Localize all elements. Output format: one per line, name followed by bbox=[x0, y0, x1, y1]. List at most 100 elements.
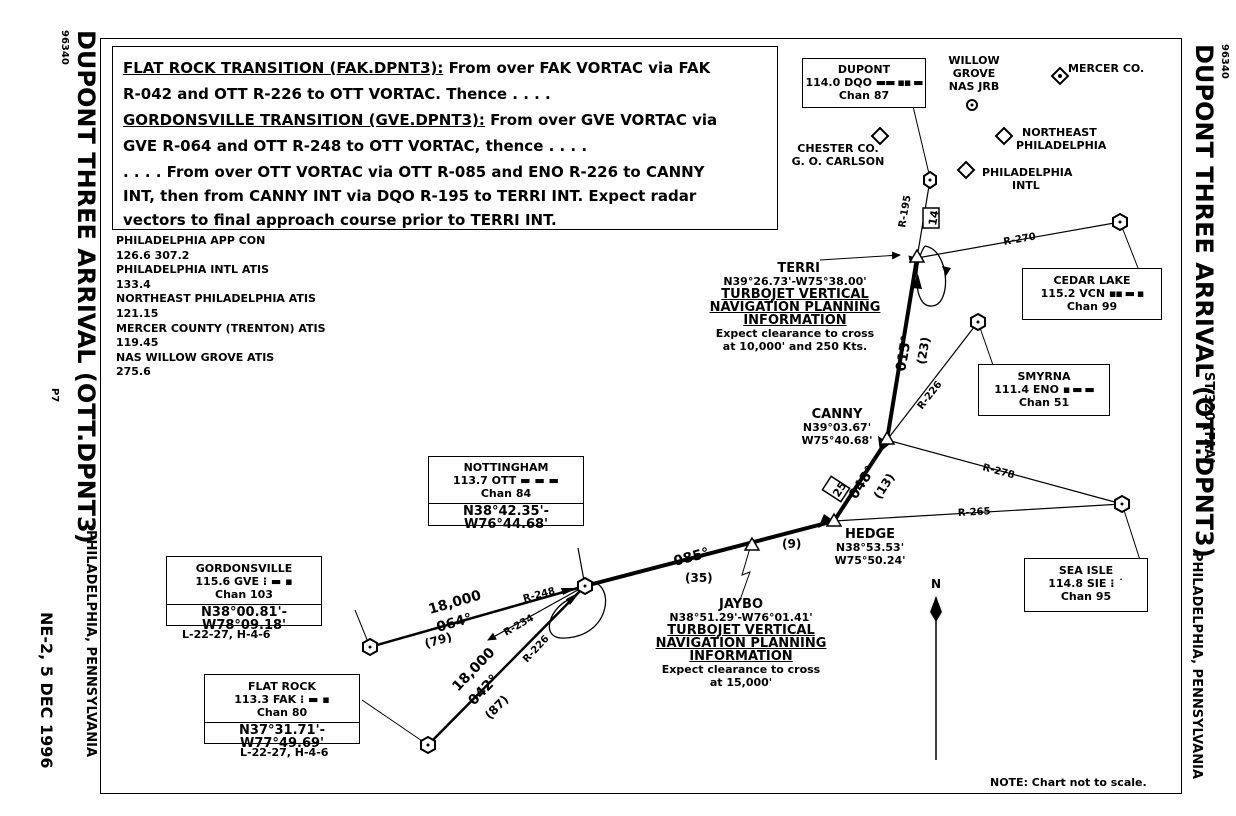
freq-line: 275.6 bbox=[116, 365, 151, 379]
vortac-gordonsville-symbol bbox=[362, 637, 378, 657]
north-label: N bbox=[931, 577, 941, 591]
navaid-dupont: DUPONT 114.0 DQO ▬▬ ▪▪ ▬ Chan 87 bbox=[802, 58, 926, 108]
freq-line: 133.4 bbox=[116, 277, 151, 291]
radial-r278 bbox=[886, 439, 1123, 505]
leader-dupont bbox=[911, 101, 931, 179]
gordonsville-transition-title: GORDONSVILLE TRANSITION (GVE.DPNT3): bbox=[123, 111, 485, 129]
freq-line: NAS WILLOW GROVE ATIS bbox=[116, 350, 275, 364]
freq-line: MERCER COUNTY (TRENTON) ATIS bbox=[116, 321, 326, 335]
label-seg14: 14 bbox=[926, 209, 942, 227]
fix-coord: W75°40.68' bbox=[801, 434, 873, 447]
navaid-chan: Chan 80 bbox=[256, 706, 308, 719]
airport-willowgrove-symbol bbox=[966, 99, 978, 111]
navaid-flatrock: FLAT ROCK 113.3 FAK ⁝ ▬ ▪ Chan 80 N37°31… bbox=[204, 674, 360, 750]
freq-line: 119.45 bbox=[116, 336, 159, 350]
navaid-name: DUPONT bbox=[837, 63, 891, 76]
freq-line: PHILADELPHIA INTL ATIS bbox=[116, 263, 270, 277]
fix-coord: N38°53.53' bbox=[835, 541, 905, 554]
airport-chester: CHESTER CO. G. O. CARLSON bbox=[790, 142, 886, 168]
fix-note: at 10,000' and 250 Kts. bbox=[722, 340, 868, 353]
fix-coord: W75°50.24' bbox=[834, 554, 906, 567]
airport-name: CHESTER CO. bbox=[797, 142, 879, 155]
route-arrow bbox=[818, 514, 834, 528]
airport-mercer: MERCER CO. bbox=[1068, 62, 1145, 75]
label-r248: R-248 bbox=[522, 586, 556, 605]
airport-name: NORTHEAST bbox=[1022, 126, 1097, 139]
airport-name: PHILADELPHIA bbox=[982, 166, 1073, 179]
label-alt-gve: 18,000 bbox=[427, 588, 484, 618]
radial-r270 bbox=[908, 221, 1121, 264]
airport-chester-symbol bbox=[870, 126, 890, 146]
flatrock-text-2: R-042 and OTT R-226 to OTT VORTAC. Thenc… bbox=[123, 85, 551, 103]
navaid-name: SMYRNA bbox=[1017, 370, 1071, 383]
label-r226-ott: R-226 bbox=[521, 634, 551, 665]
navaid-name: SEA ISLE bbox=[1058, 564, 1114, 577]
airport-name: INTL bbox=[1012, 179, 1040, 192]
gordonsville-ref: L-22-27, H-4-6 bbox=[182, 628, 271, 641]
freq-line: 121.15 bbox=[116, 306, 159, 320]
airport-name: GROVE bbox=[952, 67, 996, 80]
fix-note-title: TURBOJET VERTICAL bbox=[721, 287, 869, 302]
label-r234: R-234 bbox=[502, 613, 536, 639]
navaid-chan: Chan 51 bbox=[1018, 396, 1070, 409]
flatrock-ref: L-22-27, H-4-6 bbox=[240, 746, 329, 759]
label-r265: R-265 bbox=[958, 506, 991, 519]
mea-box-25 bbox=[821, 475, 851, 503]
navaid-nottingham: NOTTINGHAM 113.7 OTT ▬ ▬ ▬ Chan 84 N38°4… bbox=[428, 456, 584, 531]
freq-line: 126.6 307.2 bbox=[116, 248, 190, 262]
navaid-gordonsville: GORDONSVILLE 115.6 GVE ⁝ ▬ ▪ Chan 103 N3… bbox=[166, 556, 322, 632]
transition-notes: FLAT ROCK TRANSITION (FAK.DPNT3): From o… bbox=[112, 46, 778, 230]
fix-name: JAYBO bbox=[718, 597, 764, 612]
label-hdg015: 015° bbox=[893, 334, 915, 372]
navaid-freq: 113.3 FAK bbox=[234, 693, 297, 706]
leader-smyrna bbox=[977, 321, 995, 369]
navaid-smyrna: SMYRNA 111.4 ENO ▪ ▬ ▬ Chan 51 bbox=[978, 364, 1110, 416]
navaid-freq: 115.2 VCN bbox=[1040, 287, 1106, 300]
label-seg23: (23) bbox=[914, 336, 933, 366]
navaid-freq: 114.0 DQO bbox=[805, 76, 872, 89]
fix-terri-symbol bbox=[908, 248, 926, 263]
navaid-coord: N37°31.71'-W77°49.69' bbox=[205, 722, 359, 751]
label-r195: R-195 bbox=[897, 194, 914, 228]
airport-name: NAS JRB bbox=[948, 80, 1000, 93]
navaid-coord: N38°42.35'-W76°44.68' bbox=[429, 503, 583, 532]
flatrock-transition-title: FLAT ROCK TRANSITION (FAK.DPNT3): bbox=[123, 59, 444, 77]
label-seg9: (9) bbox=[782, 537, 801, 551]
leader-cedarlake bbox=[1119, 221, 1139, 269]
fix-canny-symbol bbox=[878, 430, 896, 445]
fix-canny: CANNY N39°03.67' W75°40.68' bbox=[794, 408, 880, 447]
fix-note-title: NAVIGATION PLANNING bbox=[655, 636, 827, 651]
airport-northeast: NORTHEAST PHILADELPHIA bbox=[1016, 126, 1106, 152]
vortac-flatrock-symbol bbox=[420, 735, 436, 755]
leader-flatrock bbox=[361, 699, 429, 746]
frequency-list: PHILADELPHIA APP CON 126.6 307.2 PHILADE… bbox=[116, 234, 326, 380]
navaid-coord: N38°00.81'-W78°09.18' bbox=[167, 604, 321, 633]
navaid-chan: Chan 87 bbox=[838, 89, 890, 102]
arrival-text-3: vectors to final approach course prior t… bbox=[123, 211, 557, 229]
fix-coord: N38°51.29'-W76°01.41' bbox=[669, 611, 813, 624]
fix-coord: N39°03.67' bbox=[802, 421, 872, 434]
airport-mercer-symbol bbox=[1050, 66, 1070, 86]
fix-coord: N39°26.73'-W75°38.00' bbox=[723, 275, 867, 288]
navaid-name: GORDONSVILLE bbox=[195, 562, 293, 575]
fix-name: TERRI bbox=[777, 261, 820, 276]
navaid-chan: Chan 95 bbox=[1060, 590, 1112, 603]
freq-line: PHILADELPHIA APP CON bbox=[116, 234, 266, 247]
fix-jaybo-symbol bbox=[743, 536, 761, 551]
airport-willowgrove: WILLOW GROVE NAS JRB bbox=[942, 54, 1006, 93]
airport-philadelphia-symbol bbox=[956, 160, 976, 180]
route-fak-ott bbox=[427, 585, 586, 746]
radial-r265 bbox=[833, 503, 1123, 522]
navaid-freq: 111.4 ENO bbox=[994, 383, 1059, 396]
route-gve-ott bbox=[369, 584, 586, 649]
fix-note-title: INFORMATION bbox=[743, 313, 847, 328]
route-hedge-canny bbox=[832, 438, 889, 523]
freq-line: NORTHEAST PHILADELPHIA ATIS bbox=[116, 292, 316, 306]
leader-terri bbox=[819, 251, 901, 261]
navaid-chan: Chan 84 bbox=[480, 487, 532, 500]
navaid-seaisle: SEA ISLE 114.8 SIE ⁝ ˙ Chan 95 bbox=[1024, 558, 1148, 612]
airport-northeast-symbol bbox=[994, 126, 1014, 146]
route-ott-hedge bbox=[584, 519, 835, 588]
scale-note: NOTE: Chart not to scale. bbox=[990, 776, 1147, 789]
